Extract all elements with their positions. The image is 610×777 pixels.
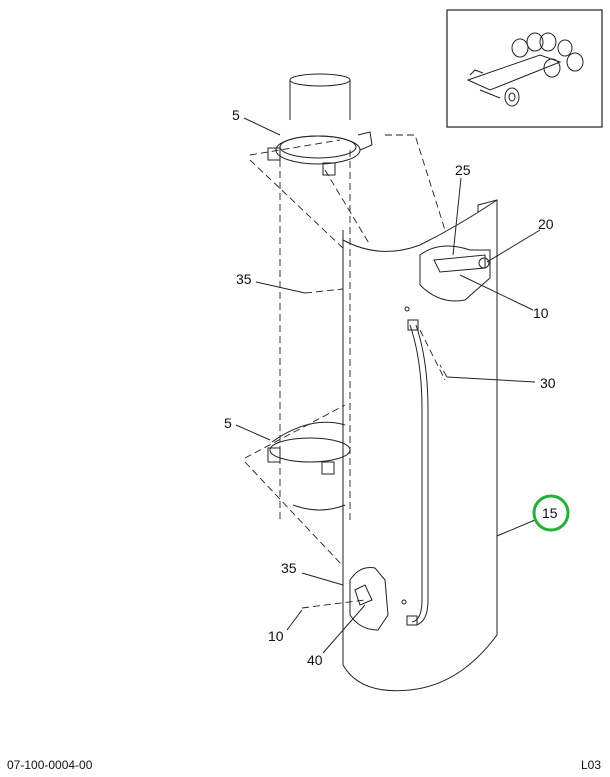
- callout-35-bottom[interactable]: 35: [281, 560, 297, 576]
- callout-leaders: [235, 117, 541, 654]
- exhaust-pipe: [279, 73, 351, 520]
- support-rod: [401, 306, 446, 626]
- callout-10-upper[interactable]: 10: [533, 305, 549, 321]
- callout-10-lower[interactable]: 10: [268, 628, 284, 644]
- drawing-number: 07-100-0004-00: [7, 758, 93, 772]
- callout-30[interactable]: 30: [540, 375, 556, 391]
- callout-40[interactable]: 40: [307, 652, 323, 668]
- callout-25[interactable]: 25: [455, 162, 471, 178]
- truck-chassis-icon: [466, 32, 584, 107]
- upper-clamp: [249, 131, 373, 251]
- lower-bracket: [349, 567, 389, 631]
- callout-5-top[interactable]: 5: [232, 107, 240, 123]
- vehicle-locator-inset: [446, 9, 603, 128]
- callout-15[interactable]: 15: [542, 505, 558, 521]
- heat-shield: [342, 134, 498, 692]
- revision-code: L03: [581, 758, 602, 772]
- callout-35-top[interactable]: 35: [236, 271, 252, 287]
- highlight-circle: [532, 494, 570, 532]
- callout-5-bottom[interactable]: 5: [224, 415, 232, 431]
- callout-20[interactable]: 20: [538, 216, 554, 232]
- upper-bracket: [419, 245, 491, 302]
- lower-clamp: [244, 404, 351, 566]
